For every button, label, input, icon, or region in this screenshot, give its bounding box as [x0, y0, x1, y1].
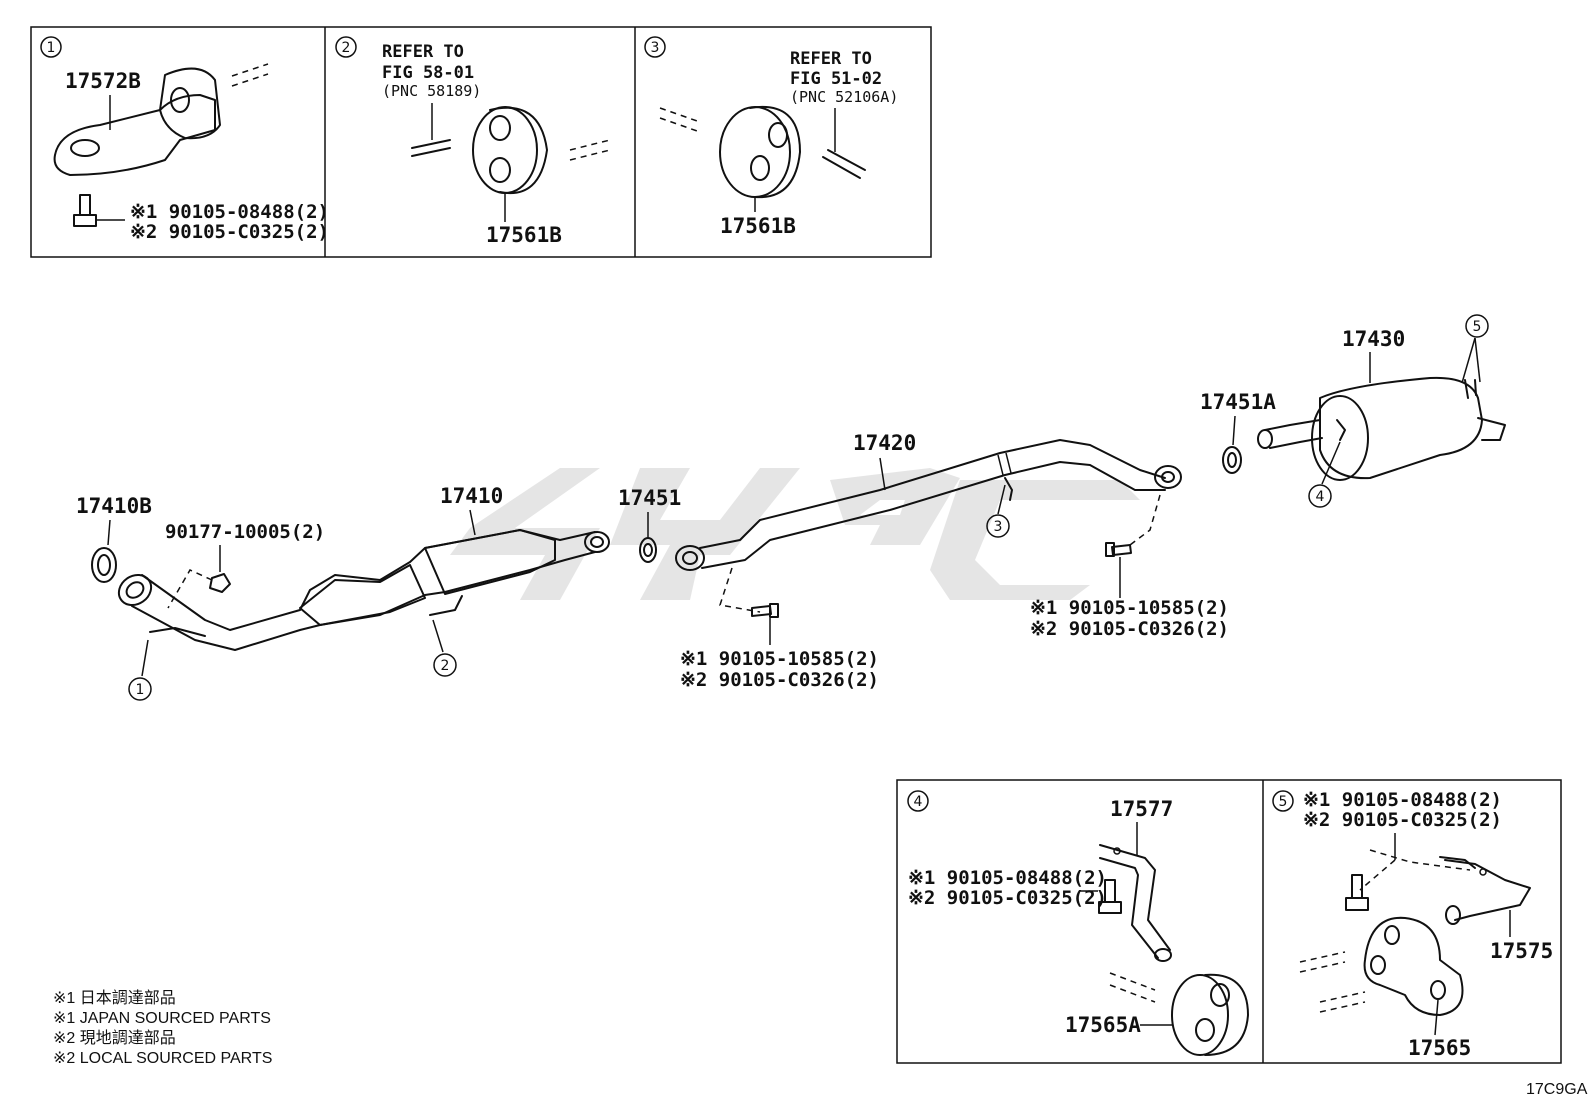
callout-4-label: 4: [1316, 489, 1325, 505]
bolt-label-mid-2: ※2 90105-C0326(2): [680, 669, 879, 691]
watermark-logo: [450, 468, 1140, 600]
rubber-hanger-17565A-drawing: [1109, 972, 1249, 1056]
bolt-label-1: ※1 90105-08488(2): [908, 867, 1107, 889]
inset-5-number: 5: [1279, 794, 1288, 810]
bolt-label-rear-1: ※1 90105-10585(2): [1030, 597, 1229, 619]
refer-to-label: REFER TO: [382, 42, 464, 62]
sourcing-legend: ※1 日本調達部品 ※1 JAPAN SOURCED PARTS ※2 現地調達…: [53, 989, 272, 1067]
callout-3-label: 3: [994, 519, 1003, 535]
inset-box-1: 1 17572B ※1 90105-08488(2) ※2 90105-C032…: [40, 36, 329, 243]
tail-pipe-muffler-17430: 17430: [1257, 327, 1506, 485]
bolt-label-2: ※2 90105-C0325(2): [1303, 809, 1502, 831]
callout-circle-3: [644, 36, 666, 58]
bolt-icon: [1080, 879, 1122, 914]
bolt-label-1: ※1 90105-08488(2): [1303, 789, 1502, 811]
part-label-17430: 17430: [1342, 327, 1405, 351]
callout-2-label: 2: [441, 658, 450, 674]
legend-line-4: ※2 LOCAL SOURCED PARTS: [53, 1050, 272, 1067]
bolt-label-1: ※1 90105-08488(2): [130, 201, 329, 223]
refer-to-label: REFER TO: [790, 49, 872, 69]
part-label-17561B: 17561B: [486, 223, 562, 247]
inset-2-number: 2: [342, 40, 351, 56]
hanger-bracket-17572B-drawing: [53, 63, 269, 176]
figure-code: 17C9GA: [1526, 1081, 1588, 1098]
callout-1: 1: [128, 677, 152, 701]
part-label-17410B: 17410B: [76, 494, 152, 518]
callout-1-label: 1: [136, 682, 145, 698]
bolt-rear: ※1 90105-10585(2) ※2 90105-C0326(2): [1030, 494, 1229, 640]
front-pipe-17410: 17410: [117, 484, 610, 677]
part-label-17410: 17410: [440, 484, 503, 508]
callout-circle-2: [335, 36, 357, 58]
inset-box-2: 2 REFER TO FIG 58-01 (PNC 58189) 17561B: [335, 36, 611, 247]
inset-box-5: 5 ※1 90105-08488(2) ※2 90105-C0325(2) 17…: [1272, 789, 1553, 1060]
inset-4-number: 4: [914, 794, 923, 810]
bolt-label-2: ※2 90105-C0325(2): [130, 221, 329, 243]
callout-circle-5: [1272, 790, 1294, 812]
inset-box-3: 3 REFER TO FIG 51-02 (PNC 52106A) 17561B: [644, 36, 898, 238]
bolt-mid: ※1 90105-10585(2) ※2 90105-C0326(2): [680, 567, 879, 691]
bolt-label-2: ※2 90105-C0325(2): [908, 887, 1107, 909]
inset-1-number: 1: [47, 40, 56, 56]
part-label-17565A: 17565A: [1065, 1013, 1141, 1037]
legend-line-1: ※1 日本調達部品: [53, 989, 176, 1007]
gasket-17410B: 17410B: [76, 494, 152, 583]
part-label-nut: 90177-10005(2): [165, 521, 325, 543]
inset-panel-bottom: [896, 779, 1562, 1064]
callout-3: 3: [986, 514, 1010, 538]
gasket-17451: 17451: [618, 486, 681, 563]
part-label-17565: 17565: [1408, 1036, 1471, 1060]
callout-4: 4: [1308, 484, 1332, 508]
pnc-reference: (PNC 58189): [382, 82, 481, 100]
callout-2: 2: [433, 653, 457, 677]
center-pipe-17420: 17420: [675, 431, 1182, 571]
figure-reference: FIG 58-01: [382, 63, 474, 83]
callout-circle-4: [907, 790, 929, 812]
bracket-17575-drawing: [1439, 856, 1531, 925]
part-label-17561B: 17561B: [720, 214, 796, 238]
pnc-reference: (PNC 52106A): [790, 88, 898, 106]
inset-box-4: 4 17577 ※1 90105-08488(2) ※2 90105-C0325…: [907, 790, 1249, 1056]
legend-line-2: ※1 JAPAN SOURCED PARTS: [53, 1010, 271, 1027]
part-label-17572B: 17572B: [65, 69, 141, 93]
part-label-17451A: 17451A: [1200, 390, 1276, 414]
bolt-icon: [1345, 874, 1369, 911]
bolt-label-mid-1: ※1 90105-10585(2): [680, 648, 879, 670]
part-label-17577: 17577: [1110, 797, 1173, 821]
rubber-hanger-17565-drawing: [1299, 916, 1464, 1016]
callout-5: 5: [1465, 314, 1489, 338]
callout-5-label: 5: [1473, 319, 1482, 335]
inset-3-number: 3: [651, 40, 660, 56]
nut-90177: 90177-10005(2): [165, 521, 325, 609]
part-label-17575: 17575: [1490, 939, 1553, 963]
gasket-17451A: 17451A: [1200, 390, 1276, 474]
part-label-17451: 17451: [618, 486, 681, 510]
bolt-label-rear-2: ※2 90105-C0326(2): [1030, 618, 1229, 640]
bracket-17577-drawing: [1099, 844, 1172, 962]
callout-circle-1: [40, 36, 62, 58]
rubber-hanger-17561B-drawing: [411, 106, 611, 195]
legend-line-3: ※2 現地調達部品: [53, 1029, 176, 1047]
part-label-17420: 17420: [853, 431, 916, 455]
figure-reference: FIG 51-02: [790, 69, 882, 89]
bolt-icon: [73, 194, 125, 227]
inset-panel-top: [30, 26, 932, 258]
